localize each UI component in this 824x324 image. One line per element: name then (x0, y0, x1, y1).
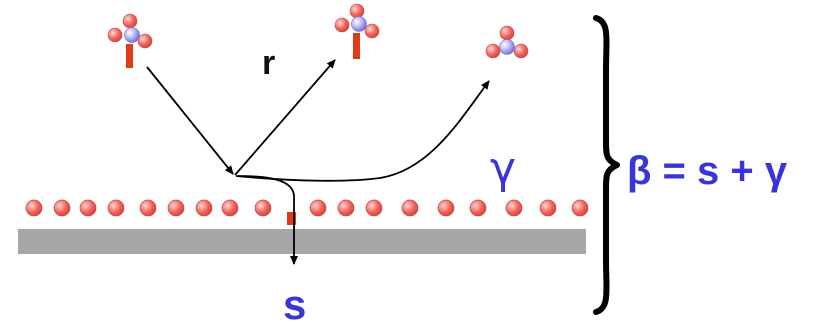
surface-atom (53, 199, 71, 217)
surface-atom-layer (25, 199, 589, 217)
substrate-surface (18, 229, 586, 254)
reacted-molecule-icon (485, 25, 529, 59)
reflected-arrow (234, 59, 336, 176)
surface-atom (505, 199, 523, 217)
incident-arrow (146, 66, 234, 175)
surface-atom (571, 199, 589, 217)
surface-atom (167, 199, 185, 217)
reaction-arrow (235, 80, 490, 182)
surface-atom (254, 199, 272, 217)
surface-atom (469, 199, 487, 217)
surface-atom (107, 199, 125, 217)
surface-atom (365, 199, 383, 217)
surface-atom (221, 199, 239, 217)
surface-atom (437, 199, 455, 217)
surface-atom (79, 199, 97, 217)
adsorbed-molecule-mark (287, 212, 296, 225)
sticking-label: s (283, 281, 306, 324)
equation-label: β = s + γ (627, 149, 788, 193)
sticking-arrow (237, 175, 298, 265)
reaction-label: γ (490, 143, 516, 194)
surface-atom (401, 199, 419, 217)
reflected-molecule-icon (334, 3, 380, 59)
right-brace (593, 15, 620, 315)
surface-atom (25, 199, 43, 217)
surface-atom (139, 199, 157, 217)
reflection-label: r (262, 44, 275, 82)
surface-atom (309, 199, 327, 217)
surface-atom (195, 199, 213, 217)
surface-atom (337, 199, 355, 217)
incident-molecule-icon (107, 13, 153, 68)
surface-atom (539, 199, 557, 217)
